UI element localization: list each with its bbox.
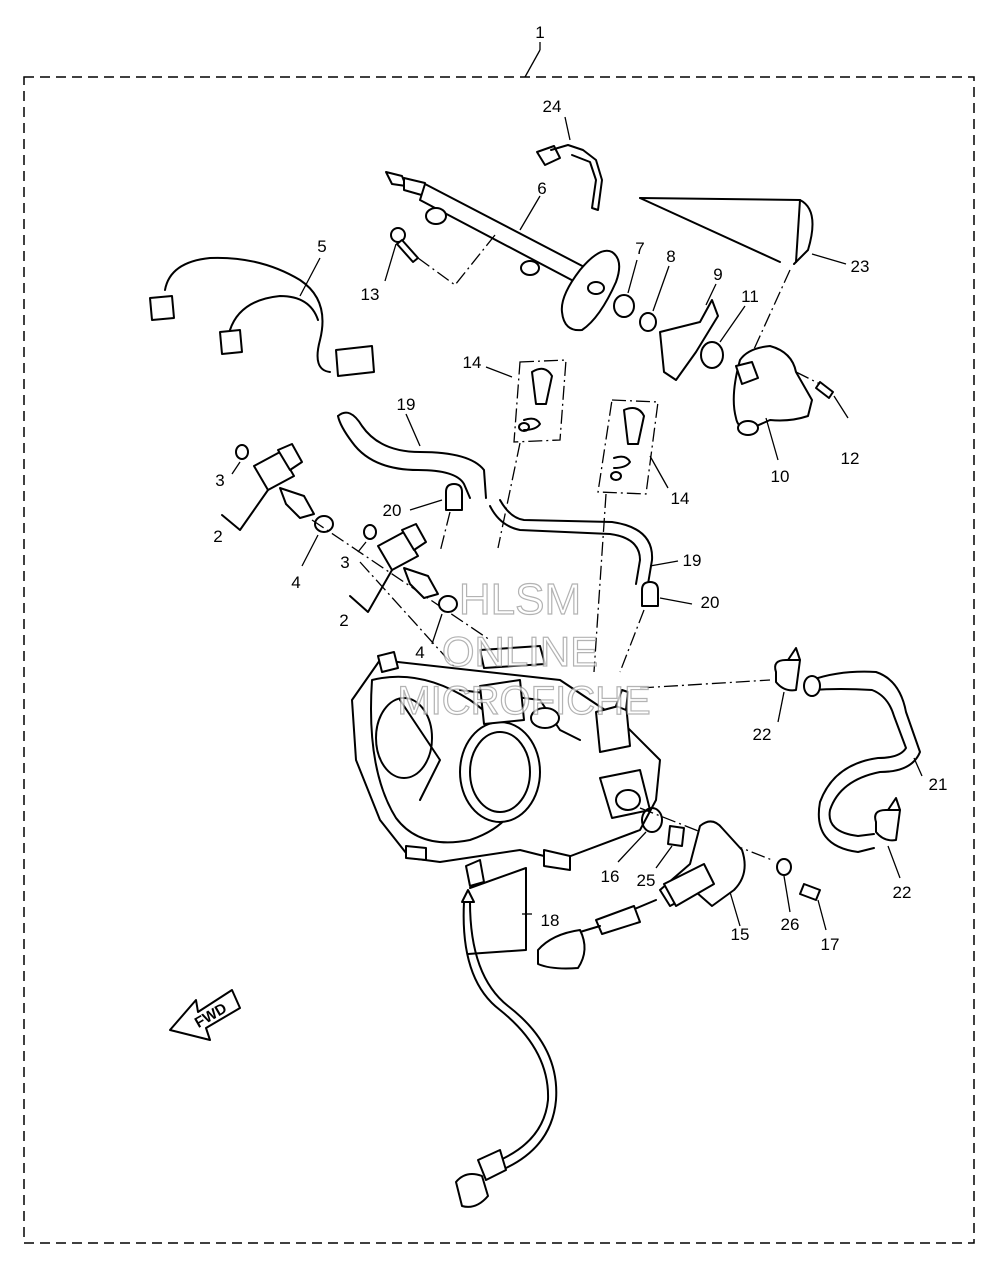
- parts-7-8-9-11: [613, 259, 746, 381]
- callout-9: 9: [713, 265, 722, 284]
- callout-11: 11: [741, 287, 759, 306]
- assembly-boundary: [23, 76, 975, 1244]
- callout-4-lower: 4: [415, 643, 424, 662]
- watermark-line-1: HLSM: [459, 575, 581, 624]
- throttle-body: [351, 645, 661, 871]
- callout-20-upper: 20: [383, 501, 402, 520]
- part-21-hose-22-clamps: [639, 647, 923, 879]
- part-23-hose: [639, 197, 847, 359]
- callout-6: 6: [537, 179, 546, 198]
- callout-25: 25: [637, 871, 656, 890]
- callout-2-lower: 2: [339, 611, 348, 630]
- callout-14-lower: 14: [671, 489, 690, 508]
- callout-19-upper: 19: [397, 395, 416, 414]
- part-19-hose-upper: [337, 411, 487, 499]
- part-14-valve-lower: [593, 399, 669, 673]
- callout-15: 15: [731, 925, 750, 944]
- callout-21: 21: [929, 775, 948, 794]
- callout-12: 12: [841, 449, 860, 468]
- callout-7: 7: [635, 239, 644, 258]
- callout-26: 26: [781, 915, 800, 934]
- callout-5: 5: [317, 237, 326, 256]
- callout-3-upper: 3: [215, 471, 224, 490]
- callout-14-upper: 14: [463, 353, 482, 372]
- part-5-harness: [149, 256, 375, 377]
- injector-upper: [221, 443, 491, 641]
- part-13-screw: [384, 227, 496, 286]
- injector-lower: [349, 523, 471, 685]
- callout-10: 10: [771, 467, 790, 486]
- watermark: HLSM ONLINE MICROFICHE: [397, 574, 652, 723]
- callout-3-lower: 3: [340, 553, 349, 572]
- callout-19-lower: 19: [683, 551, 702, 570]
- part-15-sensor: [537, 820, 827, 970]
- callout-20-lower: 20: [701, 593, 720, 612]
- callout-16: 16: [601, 867, 620, 886]
- callout-13: 13: [361, 285, 380, 304]
- callout-2-upper: 2: [213, 527, 222, 546]
- parts-16-25: [617, 807, 773, 869]
- part-14-valve-upper: [485, 359, 567, 549]
- callout-18: 18: [541, 911, 560, 930]
- callout-22-lower: 22: [893, 883, 912, 902]
- part-24-clip: [536, 116, 603, 211]
- callout-17: 17: [821, 935, 840, 954]
- callout-labels: 1 24 6 5 13 7 8 9 11 23 14 14 19 19 12 1…: [213, 23, 947, 954]
- part-10-regulator: [732, 345, 849, 461]
- part-19-hose-lower: [489, 499, 679, 585]
- callout-4-upper: 4: [291, 573, 300, 592]
- callout-8: 8: [666, 247, 675, 266]
- callout-1: 1: [535, 23, 544, 42]
- part-20-caps: [409, 483, 693, 673]
- part-6-fuel-rail: [385, 171, 621, 332]
- callout-22-upper: 22: [753, 725, 772, 744]
- watermark-line-3: MICROFICHE: [397, 679, 650, 723]
- callout-24: 24: [543, 97, 562, 116]
- fwd-arrow-icon: FWD: [169, 989, 241, 1041]
- callout-23: 23: [851, 257, 870, 276]
- watermark-line-2: ONLINE: [442, 628, 598, 675]
- part-18-lead: [455, 859, 558, 1208]
